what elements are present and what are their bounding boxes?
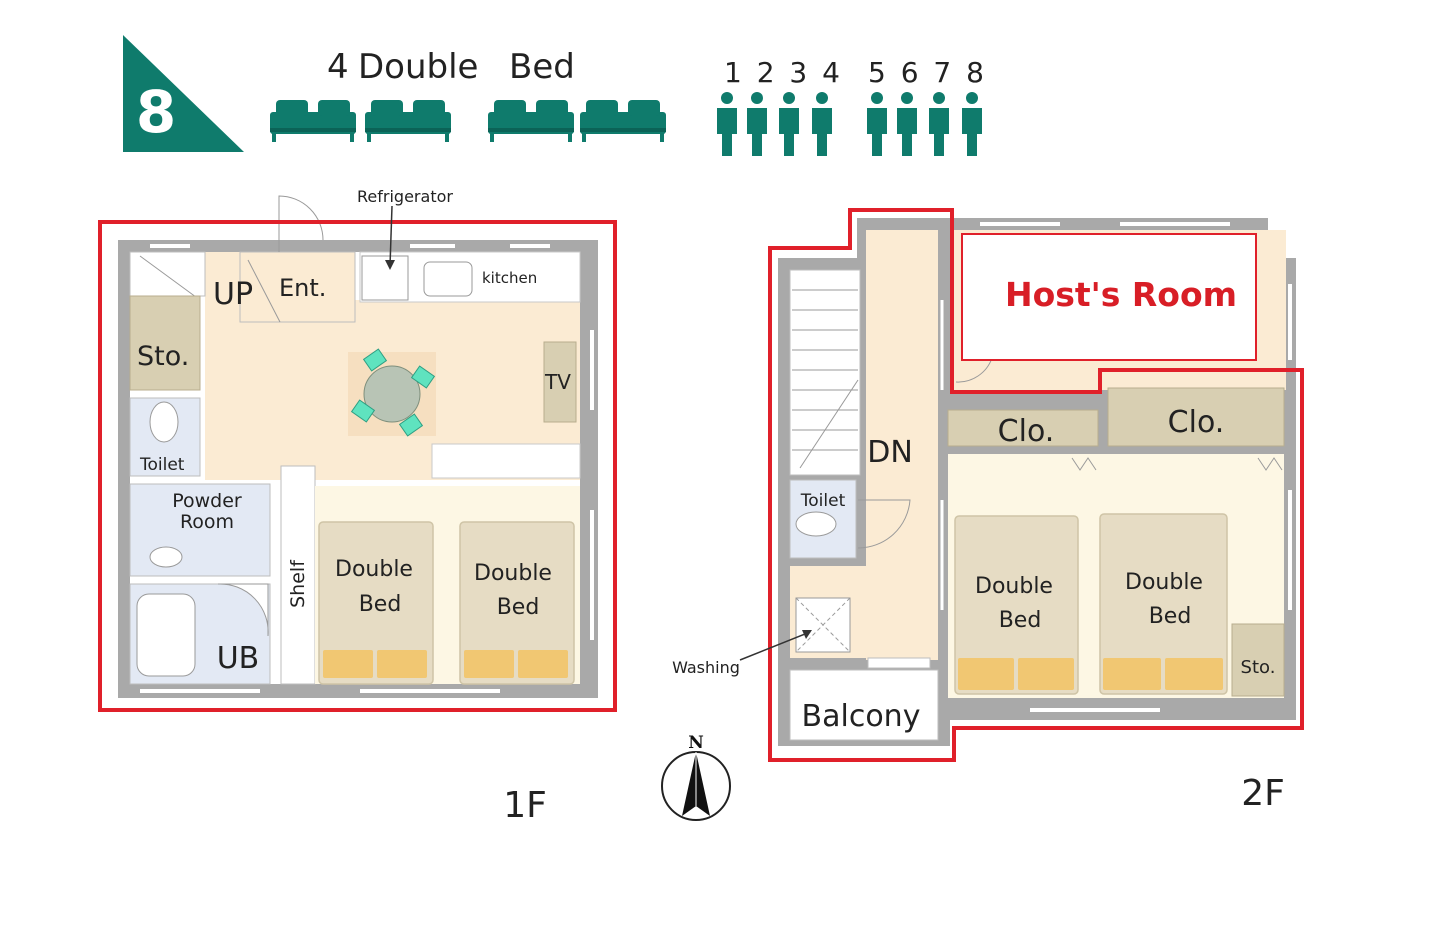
host-room-label: Host's Room xyxy=(1005,275,1237,314)
bed-icon xyxy=(488,100,574,142)
guest-capacity: 1 2 3 4 5 6 7 8 xyxy=(717,56,987,156)
double-bed-2f-b xyxy=(1099,513,1228,695)
storage-label-1f: Sto. xyxy=(137,341,189,372)
shelf-label: Shelf xyxy=(287,559,309,608)
person-icon xyxy=(747,92,767,156)
host-room xyxy=(961,233,1257,361)
storage-label-2f: Sto. xyxy=(1241,657,1276,678)
closet-2f-a xyxy=(947,409,1099,447)
refrigerator xyxy=(361,255,409,301)
bed-summary-word: Bed xyxy=(509,47,575,87)
floor-2-boundary xyxy=(768,208,1304,762)
person-numbers-a: 1 2 3 4 xyxy=(724,56,843,89)
guest-count-badge: 8 xyxy=(123,35,244,152)
stairs-up-label: UP xyxy=(213,277,253,312)
bed-icon xyxy=(270,100,356,142)
entrance-label: Ent. xyxy=(279,274,326,302)
floor-2-plan: Host's Room DN Toilet Washing Balcony Cl… xyxy=(672,208,1304,814)
balcony-label: Balcony xyxy=(802,699,921,734)
powder-room-label-2: Room xyxy=(180,511,234,533)
closet-2f-b xyxy=(1107,387,1285,447)
kitchen-label: kitchen xyxy=(482,269,537,287)
bed-b-label-2f-2: Bed xyxy=(1149,604,1192,629)
bed-summary-count: 4 xyxy=(327,47,349,87)
dining-table xyxy=(363,365,421,423)
bed-a-label-1f-1: Double xyxy=(335,557,413,582)
powder-room-label-1: Powder xyxy=(172,490,242,512)
closet-a-label: Clo. xyxy=(998,414,1055,449)
person-icon xyxy=(929,92,949,156)
person-icon xyxy=(897,92,917,156)
person-icon xyxy=(867,92,887,156)
person-icon xyxy=(779,92,799,156)
bed-b-label-1f-1: Double xyxy=(474,561,552,586)
person-icon xyxy=(717,92,737,156)
bed-a-label-2f-2: Bed xyxy=(999,608,1042,633)
bed-icon xyxy=(580,100,666,142)
floor-1-label: 1F xyxy=(503,785,547,826)
person-icon xyxy=(962,92,982,156)
bed-b-label-2f-1: Double xyxy=(1125,570,1203,595)
floor-1-plan: Refrigerator UP Ent. kitchen Sto. TV Toi… xyxy=(98,187,617,826)
bed-icon xyxy=(365,100,451,142)
refrigerator-label: Refrigerator xyxy=(357,187,453,206)
tv-stand xyxy=(543,341,577,423)
double-bed-2f-a xyxy=(954,515,1079,695)
kitchen-sink xyxy=(423,261,473,297)
bed-a-label-1f-2: Bed xyxy=(359,592,402,617)
toilet-label-1f: Toilet xyxy=(139,455,185,475)
north-compass: N xyxy=(661,733,731,821)
compass-north-label: N xyxy=(688,733,704,753)
tv-label: TV xyxy=(544,370,571,394)
bed-a-label-2f-1: Double xyxy=(975,574,1053,599)
bed-summary: 4 Double Bed xyxy=(270,47,666,142)
bed-b-label-1f-2: Bed xyxy=(497,595,540,620)
washing-label: Washing xyxy=(672,658,740,677)
balcony xyxy=(789,669,939,741)
person-icon xyxy=(812,92,832,156)
person-numbers-b: 5 6 7 8 xyxy=(868,56,987,89)
storage-1f xyxy=(129,295,201,391)
toilet-label-2f: Toilet xyxy=(800,491,846,511)
stairs-down-label: DN xyxy=(867,435,913,470)
storage-2f xyxy=(1231,623,1285,697)
guest-count: 8 xyxy=(136,78,176,146)
floor-2-label: 2F xyxy=(1241,773,1285,814)
closet-b-label: Clo. xyxy=(1168,405,1225,440)
shelf xyxy=(280,465,316,685)
bed-summary-type: Double xyxy=(358,47,478,87)
unit-bath-label: UB xyxy=(217,641,260,676)
floor-1-boundary xyxy=(98,220,617,712)
